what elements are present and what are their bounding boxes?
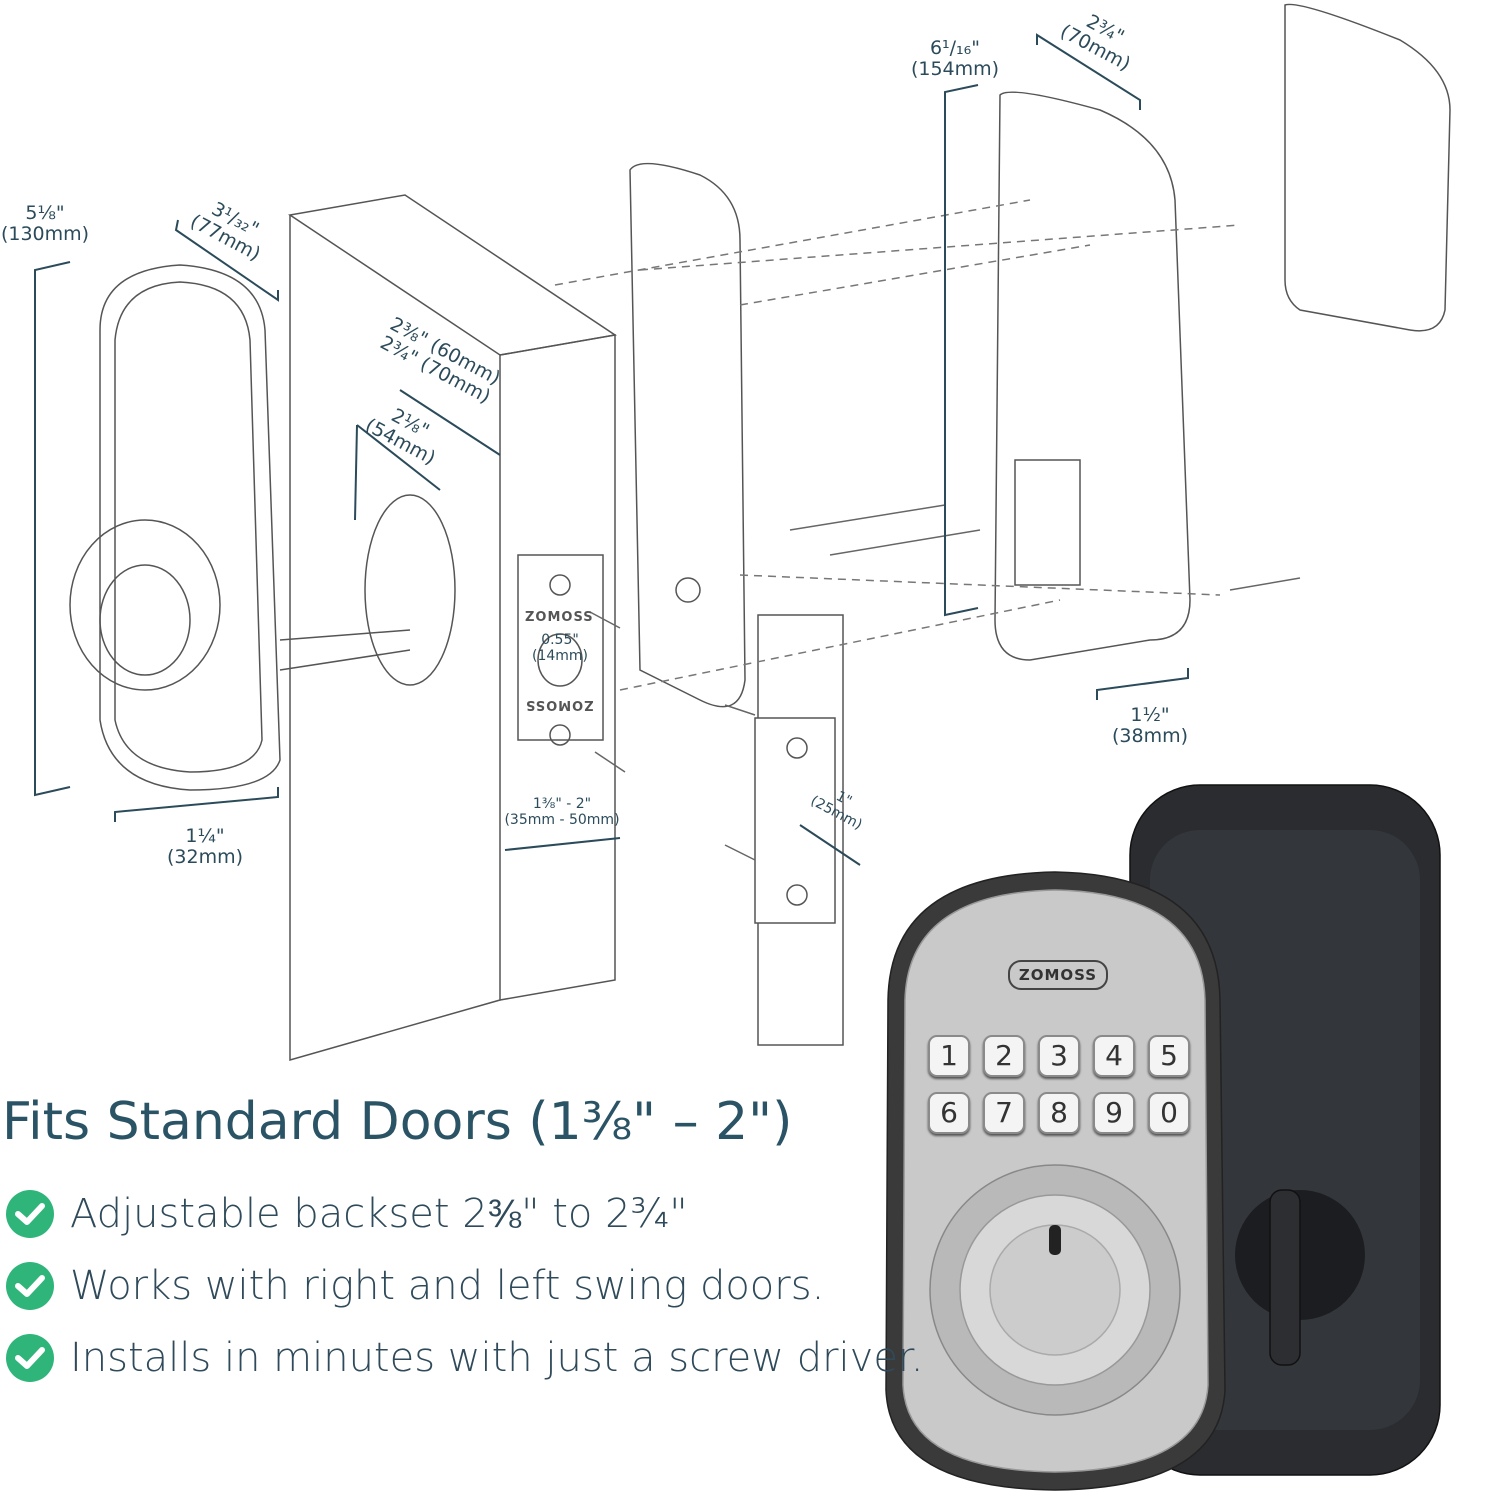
feature-item: Adjustable backset 2⅜" to 2¾" bbox=[6, 1190, 688, 1238]
lock-thickness-label: 1¼"(32mm) bbox=[160, 826, 250, 868]
metric: (38mm) bbox=[1111, 725, 1189, 747]
imperial: 1½" bbox=[1130, 704, 1170, 726]
strike-brand-text: ZOMOSS bbox=[525, 610, 594, 625]
door-drawing bbox=[288, 194, 617, 1061]
imperial: 1¼" bbox=[185, 825, 225, 847]
interior-depth-label: 1½"(38mm) bbox=[1105, 705, 1195, 747]
key-1: 1 bbox=[928, 1035, 970, 1077]
interior-housing-drawing bbox=[994, 3, 1451, 661]
check-icon bbox=[6, 1190, 54, 1238]
key-6: 6 bbox=[928, 1092, 970, 1134]
interior-height-label: 6¹/₁₆"(154mm) bbox=[905, 38, 1005, 80]
imperial: 6¹/₁₆" bbox=[929, 37, 981, 59]
exterior-keypad-photo bbox=[885, 871, 1226, 1491]
key-5: 5 bbox=[1148, 1035, 1190, 1077]
check-icon bbox=[6, 1334, 54, 1382]
check-icon bbox=[6, 1262, 54, 1310]
feature-text: Installs in minutes with just a screw dr… bbox=[70, 1335, 924, 1381]
strike-brand-text-inverted: ZOMOSS bbox=[525, 697, 594, 712]
key-0: 0 bbox=[1148, 1092, 1190, 1134]
exterior-lock-drawing bbox=[69, 264, 411, 791]
imperial: 5⅛" bbox=[25, 202, 65, 224]
metric: (14mm) bbox=[531, 648, 588, 664]
imperial: 0.55" bbox=[541, 632, 579, 648]
key-3: 3 bbox=[1038, 1035, 1080, 1077]
feature-text: Adjustable backset 2⅜" to 2¾" bbox=[70, 1191, 688, 1237]
bolt-hole-label: 0.55"(14mm) bbox=[530, 632, 590, 664]
key-7: 7 bbox=[983, 1092, 1025, 1134]
metric: (154mm) bbox=[910, 58, 1000, 80]
product-logo: ZOMOSS bbox=[1008, 960, 1108, 990]
key-9: 9 bbox=[1093, 1092, 1135, 1134]
key-8: 8 bbox=[1038, 1092, 1080, 1134]
metric: (35mm - 50mm) bbox=[504, 812, 620, 828]
feature-text: Works with right and left swing doors. bbox=[70, 1263, 825, 1309]
imperial: 1⅜" - 2" bbox=[532, 796, 592, 812]
lock-height-label: 5⅛"(130mm) bbox=[0, 203, 90, 245]
metric: (32mm) bbox=[166, 846, 244, 868]
screws-drawing bbox=[589, 504, 1301, 861]
page-heading: Fits Standard Doors (1⅜" – 2") bbox=[2, 1092, 793, 1152]
key-2: 2 bbox=[983, 1035, 1025, 1077]
door-thickness-label: 1⅜" - 2"(35mm - 50mm) bbox=[497, 796, 627, 828]
key-4: 4 bbox=[1093, 1035, 1135, 1077]
feature-item: Installs in minutes with just a screw dr… bbox=[6, 1334, 923, 1382]
mounting-plate-drawing bbox=[629, 162, 746, 708]
strike-drawing bbox=[754, 614, 844, 1046]
metric: (130mm) bbox=[0, 223, 90, 245]
feature-item: Works with right and left swing doors. bbox=[6, 1262, 824, 1310]
